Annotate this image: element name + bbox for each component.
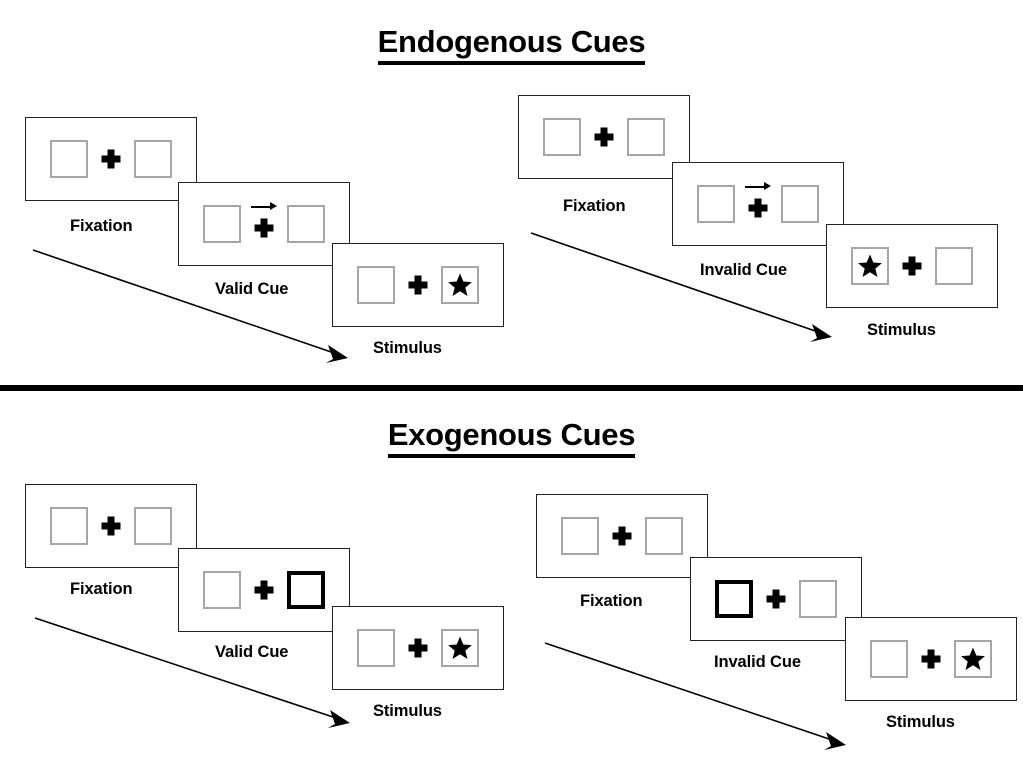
slot-right-cued (287, 571, 325, 609)
center-zone (395, 624, 441, 672)
caption-exogenous-valid-stimulus: Stimulus (373, 702, 442, 720)
frame-content (179, 549, 349, 631)
slot-left (357, 266, 395, 304)
star-target-icon (448, 636, 472, 659)
slot-right (627, 118, 665, 156)
time-flow-arrow-endogenous-invalid (530, 232, 832, 342)
slot-right (134, 507, 172, 545)
slot-left-cued (715, 580, 753, 618)
fixation-cross-icon (254, 218, 274, 238)
frame-exogenous-valid-fixation (25, 484, 197, 568)
star-target-icon (448, 273, 472, 296)
star-target-icon (961, 647, 985, 670)
center-zone (581, 113, 627, 161)
frame-content (179, 183, 349, 265)
frame-endogenous-invalid-cue (672, 162, 844, 246)
fixation-cross-icon (101, 516, 121, 536)
slot-right (799, 580, 837, 618)
frame-content (691, 558, 861, 640)
frame-endogenous-invalid-fixation (518, 95, 690, 179)
frame-exogenous-valid-cue (178, 548, 350, 632)
center-zone (88, 135, 134, 183)
frame-content (846, 618, 1016, 700)
slot-left (697, 185, 735, 223)
caption-endogenous-invalid-fixation: Fixation (563, 197, 626, 215)
section-title-exogenous: Exogenous Cues (0, 417, 1023, 458)
fixation-cross-icon (101, 149, 121, 169)
center-zone (735, 180, 781, 228)
caption-endogenous-valid-cue: Valid Cue (215, 280, 289, 298)
frame-exogenous-invalid-stimulus (845, 617, 1017, 701)
slot-right (645, 517, 683, 555)
time-flow-arrow-exogenous-invalid (544, 642, 846, 750)
slot-right (935, 247, 973, 285)
caption-exogenous-invalid-fixation: Fixation (580, 592, 643, 610)
frame-endogenous-valid-cue (178, 182, 350, 266)
caption-exogenous-valid-fixation: Fixation (70, 580, 133, 598)
section-title-endogenous-text: Endogenous Cues (377, 24, 646, 65)
caption-endogenous-valid-fixation: Fixation (70, 217, 133, 235)
slot-right (441, 266, 479, 304)
center-zone (889, 242, 935, 290)
slot-left (50, 140, 88, 178)
slot-right (287, 205, 325, 243)
caption-endogenous-invalid-cue: Invalid Cue (700, 261, 787, 279)
fixation-cross-icon (254, 580, 274, 600)
center-zone (88, 502, 134, 550)
slot-left (851, 247, 889, 285)
caption-endogenous-valid-stimulus: Stimulus (373, 339, 442, 357)
fixation-cross-icon (766, 589, 786, 609)
fixation-cross-icon (594, 127, 614, 147)
slot-left (561, 517, 599, 555)
frame-content (537, 495, 707, 577)
center-zone (599, 512, 645, 560)
frame-content (333, 607, 503, 689)
section-title-endogenous: Endogenous Cues (0, 24, 1023, 65)
caption-exogenous-invalid-cue: Invalid Cue (714, 653, 801, 671)
slot-left (203, 571, 241, 609)
frame-content (519, 96, 689, 178)
fixation-cross-icon (408, 275, 428, 295)
frame-exogenous-valid-stimulus (332, 606, 504, 690)
fixation-cross-icon (612, 526, 632, 546)
fixation-cross-icon (921, 649, 941, 669)
frame-content (333, 244, 503, 326)
frame-content (26, 118, 196, 200)
section-divider (0, 385, 1023, 391)
star-target-icon (858, 254, 882, 277)
slot-right (781, 185, 819, 223)
caption-endogenous-invalid-stimulus: Stimulus (867, 321, 936, 339)
frame-content (26, 485, 196, 567)
fixation-cross-icon (748, 198, 768, 218)
frame-content (673, 163, 843, 245)
frame-exogenous-invalid-fixation (536, 494, 708, 578)
cue-arrow-right-icon (745, 182, 771, 192)
frame-endogenous-invalid-stimulus (826, 224, 998, 308)
frame-exogenous-invalid-cue (690, 557, 862, 641)
frame-endogenous-valid-stimulus (332, 243, 504, 327)
caption-exogenous-valid-cue: Valid Cue (215, 643, 289, 661)
caption-exogenous-invalid-stimulus: Stimulus (886, 713, 955, 731)
center-zone (395, 261, 441, 309)
frame-content (827, 225, 997, 307)
section-title-exogenous-text: Exogenous Cues (387, 417, 635, 458)
slot-left (203, 205, 241, 243)
center-zone (241, 200, 287, 248)
fixation-cross-icon (408, 638, 428, 658)
slot-left (357, 629, 395, 667)
slot-right (954, 640, 992, 678)
slot-left (870, 640, 908, 678)
fixation-cross-icon (902, 256, 922, 276)
cue-arrow-right-icon (251, 202, 277, 212)
slot-left (543, 118, 581, 156)
slot-left (50, 507, 88, 545)
frame-endogenous-valid-fixation (25, 117, 197, 201)
center-zone (753, 575, 799, 623)
slot-right (134, 140, 172, 178)
center-zone (908, 635, 954, 683)
slot-right (441, 629, 479, 667)
center-zone (241, 566, 287, 614)
